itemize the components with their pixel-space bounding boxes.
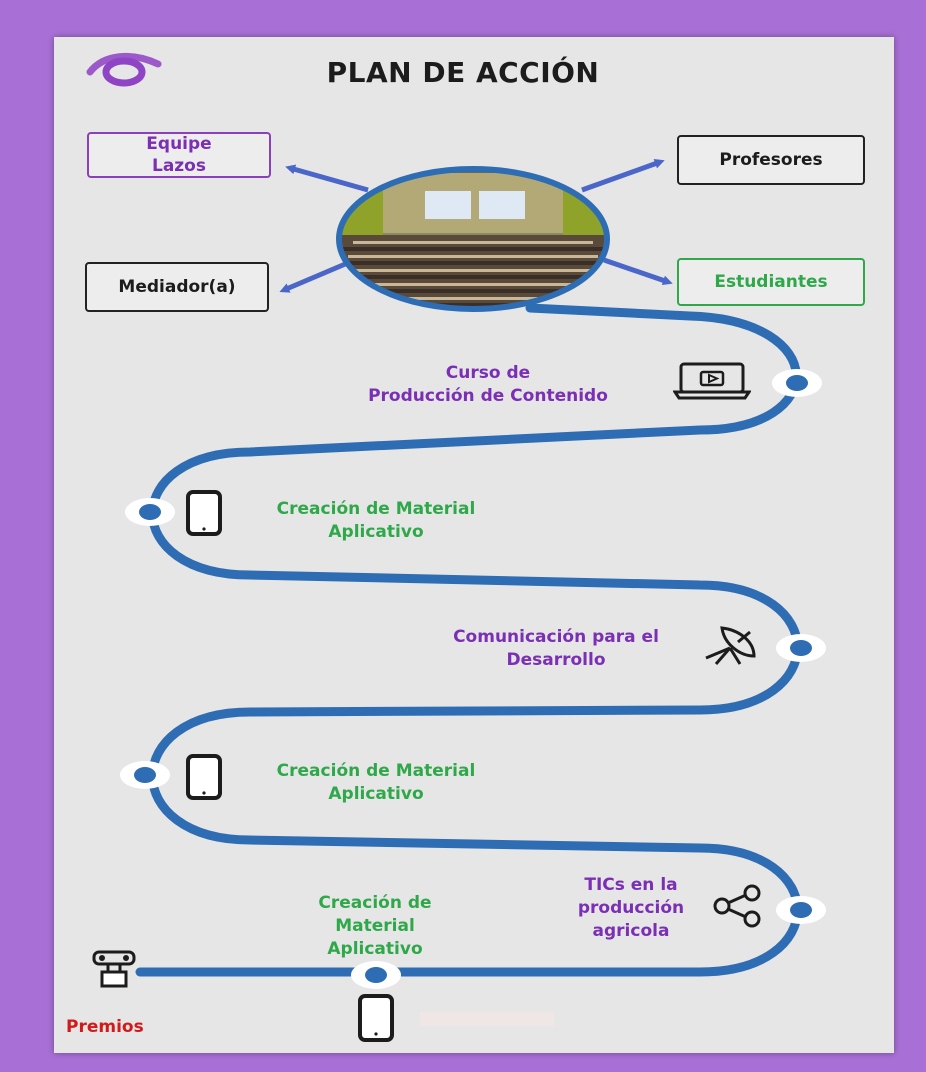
step-label-comunicacion: Comunicación para el Desarrollo xyxy=(453,627,659,670)
eye-ring-logo xyxy=(86,52,162,87)
arrow-to-mediador xyxy=(279,259,351,293)
milestone-dot xyxy=(772,369,822,397)
end-label-premios: Premios xyxy=(66,1017,144,1037)
blank-placeholder xyxy=(420,1012,554,1026)
smartphone-icon xyxy=(186,490,222,536)
box-equipe-lazos: Equipe Lazos xyxy=(87,132,271,178)
step-label-material-1: Creación de Material Aplicativo xyxy=(276,499,476,542)
lecture-hall-photo xyxy=(336,166,610,312)
arrow-to-profesores xyxy=(581,158,665,193)
step-label-material-2: Creación de Material Aplicativo xyxy=(276,761,476,804)
page-title: PLAN DE ACCIÓN xyxy=(326,56,600,89)
arrow-to-equipe xyxy=(285,164,369,193)
box-mediador: Mediador(a) xyxy=(85,262,269,312)
smartphone-icon xyxy=(358,994,394,1042)
video-laptop-icon xyxy=(673,362,751,400)
step-label-tics: TICs en la producción agricola xyxy=(577,875,685,941)
box-profesores: Profesores xyxy=(677,135,865,185)
smartphone-icon xyxy=(186,754,222,800)
step-label-material-3: Creación de Material Aplicativo xyxy=(318,893,432,959)
milestone-dot xyxy=(120,761,170,789)
arrow-to-estudiantes xyxy=(603,257,673,286)
step-label-curso: Curso de Producción de Contenido xyxy=(368,363,608,406)
milestone-dot xyxy=(776,634,826,662)
trophy-icon xyxy=(92,950,136,988)
satellite-dish-icon xyxy=(705,626,756,665)
milestone-dot xyxy=(351,961,401,989)
share-nodes-icon xyxy=(713,884,761,928)
milestone-dot xyxy=(125,498,175,526)
box-estudiantes: Estudiantes xyxy=(677,258,865,306)
milestone-dot xyxy=(776,896,826,924)
